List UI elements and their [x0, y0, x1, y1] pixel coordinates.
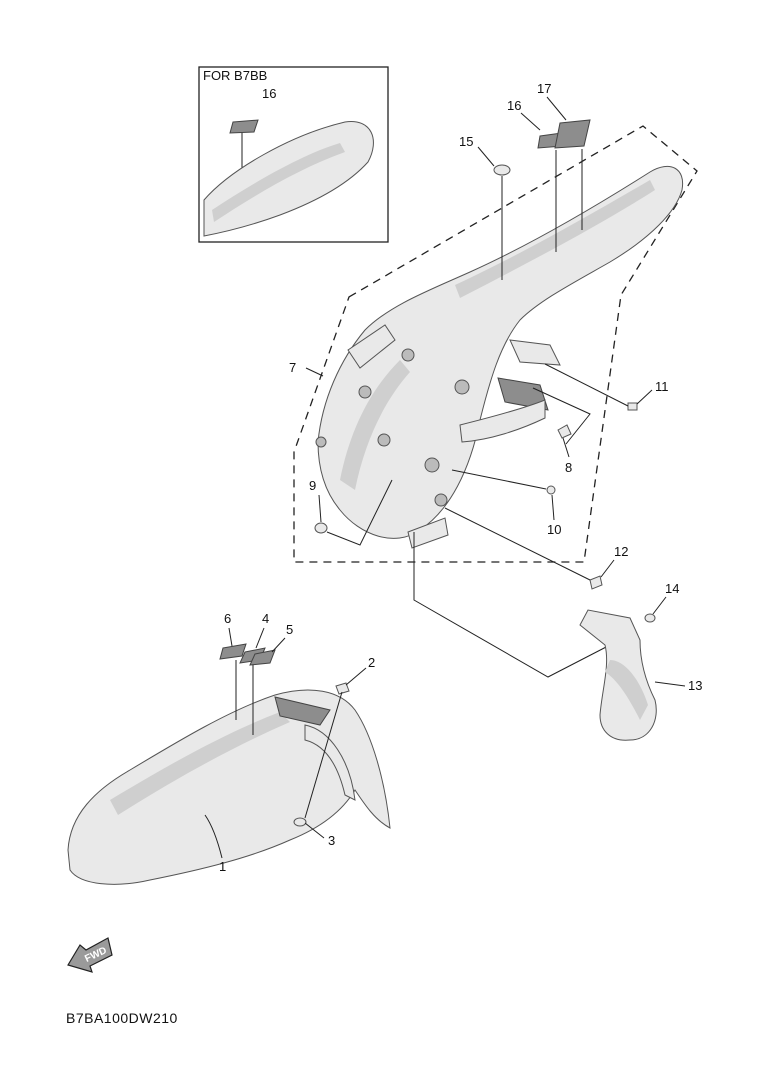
callout-14: 14	[665, 581, 679, 596]
callout-16: 16	[507, 98, 521, 113]
callout-12: 12	[614, 544, 628, 559]
rear-fender	[315, 166, 684, 549]
inset-title: FOR B7BB	[203, 68, 267, 83]
callout-4: 4	[262, 611, 269, 626]
callout-17: 17	[537, 81, 551, 96]
callout-3: 3	[328, 833, 335, 848]
part-9	[314, 522, 328, 534]
decal-5	[249, 649, 276, 666]
washer-3	[293, 817, 307, 827]
part-12	[589, 575, 603, 590]
callout-1: 1	[219, 859, 226, 874]
callout-10: 10	[547, 522, 561, 537]
grommet-15	[493, 164, 511, 176]
assembly-outline	[293, 125, 698, 563]
part-14	[644, 613, 656, 623]
diagram-code: B7BA100DW210	[66, 1010, 178, 1026]
callout-13: 13	[688, 678, 702, 693]
part-10	[546, 485, 556, 495]
mud-flap	[579, 609, 657, 741]
callout-8: 8	[565, 460, 572, 475]
decal-17	[554, 119, 591, 149]
fwd-arrow-icon: FWD	[67, 937, 113, 973]
callout-2: 2	[368, 655, 375, 670]
rear-fender-mount-bracket	[459, 339, 561, 443]
callout-9: 9	[309, 478, 316, 493]
decal-6	[219, 643, 247, 660]
inset-callout-16: 16	[262, 86, 276, 101]
front-fender	[67, 689, 391, 885]
callout-11: 11	[655, 379, 669, 394]
inset-decal-16	[229, 119, 259, 134]
inset-box: FOR B7BB 16	[198, 66, 389, 243]
callout-7: 7	[289, 360, 296, 375]
bolt-2	[335, 682, 350, 695]
callout-5: 5	[286, 622, 293, 637]
callout-15: 15	[459, 134, 473, 149]
part-8	[557, 424, 572, 439]
callout-6: 6	[224, 611, 231, 626]
part-11	[627, 402, 638, 411]
